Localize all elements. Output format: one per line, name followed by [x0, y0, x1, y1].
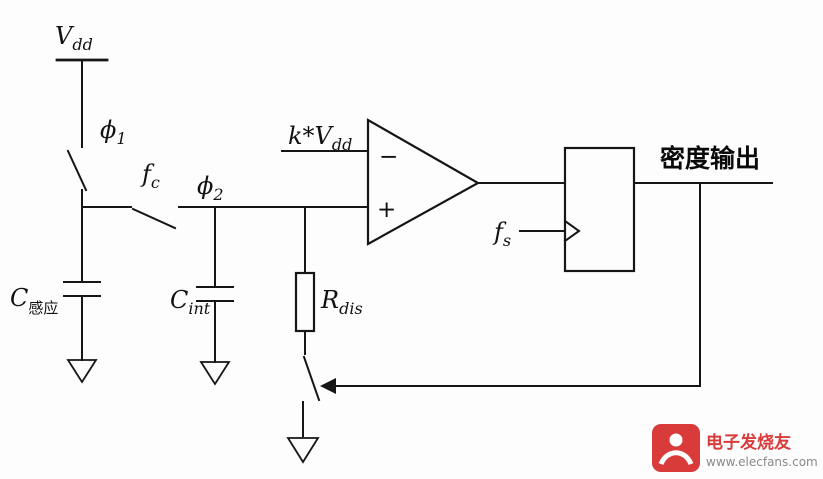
ground-symbol-middle	[199, 361, 231, 386]
r-dis-label: Rdis	[320, 286, 363, 318]
feedback-arrowhead-icon	[320, 378, 336, 394]
output-label: 密度输出	[660, 144, 760, 173]
capacitor-c-sense	[63, 281, 101, 297]
watermark-logo-head	[669, 433, 683, 447]
feedback-wire	[333, 182, 701, 387]
comparator-plus-sign: +	[377, 197, 396, 223]
phi1-label: ϕ1	[100, 116, 127, 148]
watermark-logo-body	[658, 450, 694, 466]
switch-fc-blade	[131, 207, 177, 230]
fc-label: fc	[140, 160, 160, 192]
watermark-logo-icon	[652, 424, 700, 472]
k-vdd-label: k*Vdd	[288, 122, 352, 154]
ground-symbol-bottom	[286, 437, 320, 464]
comparator-triangle	[366, 118, 481, 246]
c-int-label: Cint	[170, 286, 211, 318]
c-sense-label: C感应	[10, 284, 58, 317]
discharge-switch-blade	[302, 355, 321, 402]
watermark: 电子发烧友 www.elecfans.com	[652, 424, 818, 472]
resistor-r-dis	[294, 271, 316, 333]
flipflop-box	[563, 146, 636, 273]
vdd-label: Vdd	[55, 22, 93, 54]
watermark-url: www.elecfans.com	[706, 455, 818, 469]
ground-symbol-left	[66, 359, 98, 384]
fs-label: fs	[492, 218, 511, 250]
phi2-label: ϕ2	[197, 172, 224, 204]
switch-phi1-blade	[66, 149, 88, 192]
clock-chevron-icon	[563, 219, 581, 243]
watermark-brand: 电子发烧友	[706, 432, 791, 453]
comparator-minus-sign: −	[379, 144, 398, 170]
